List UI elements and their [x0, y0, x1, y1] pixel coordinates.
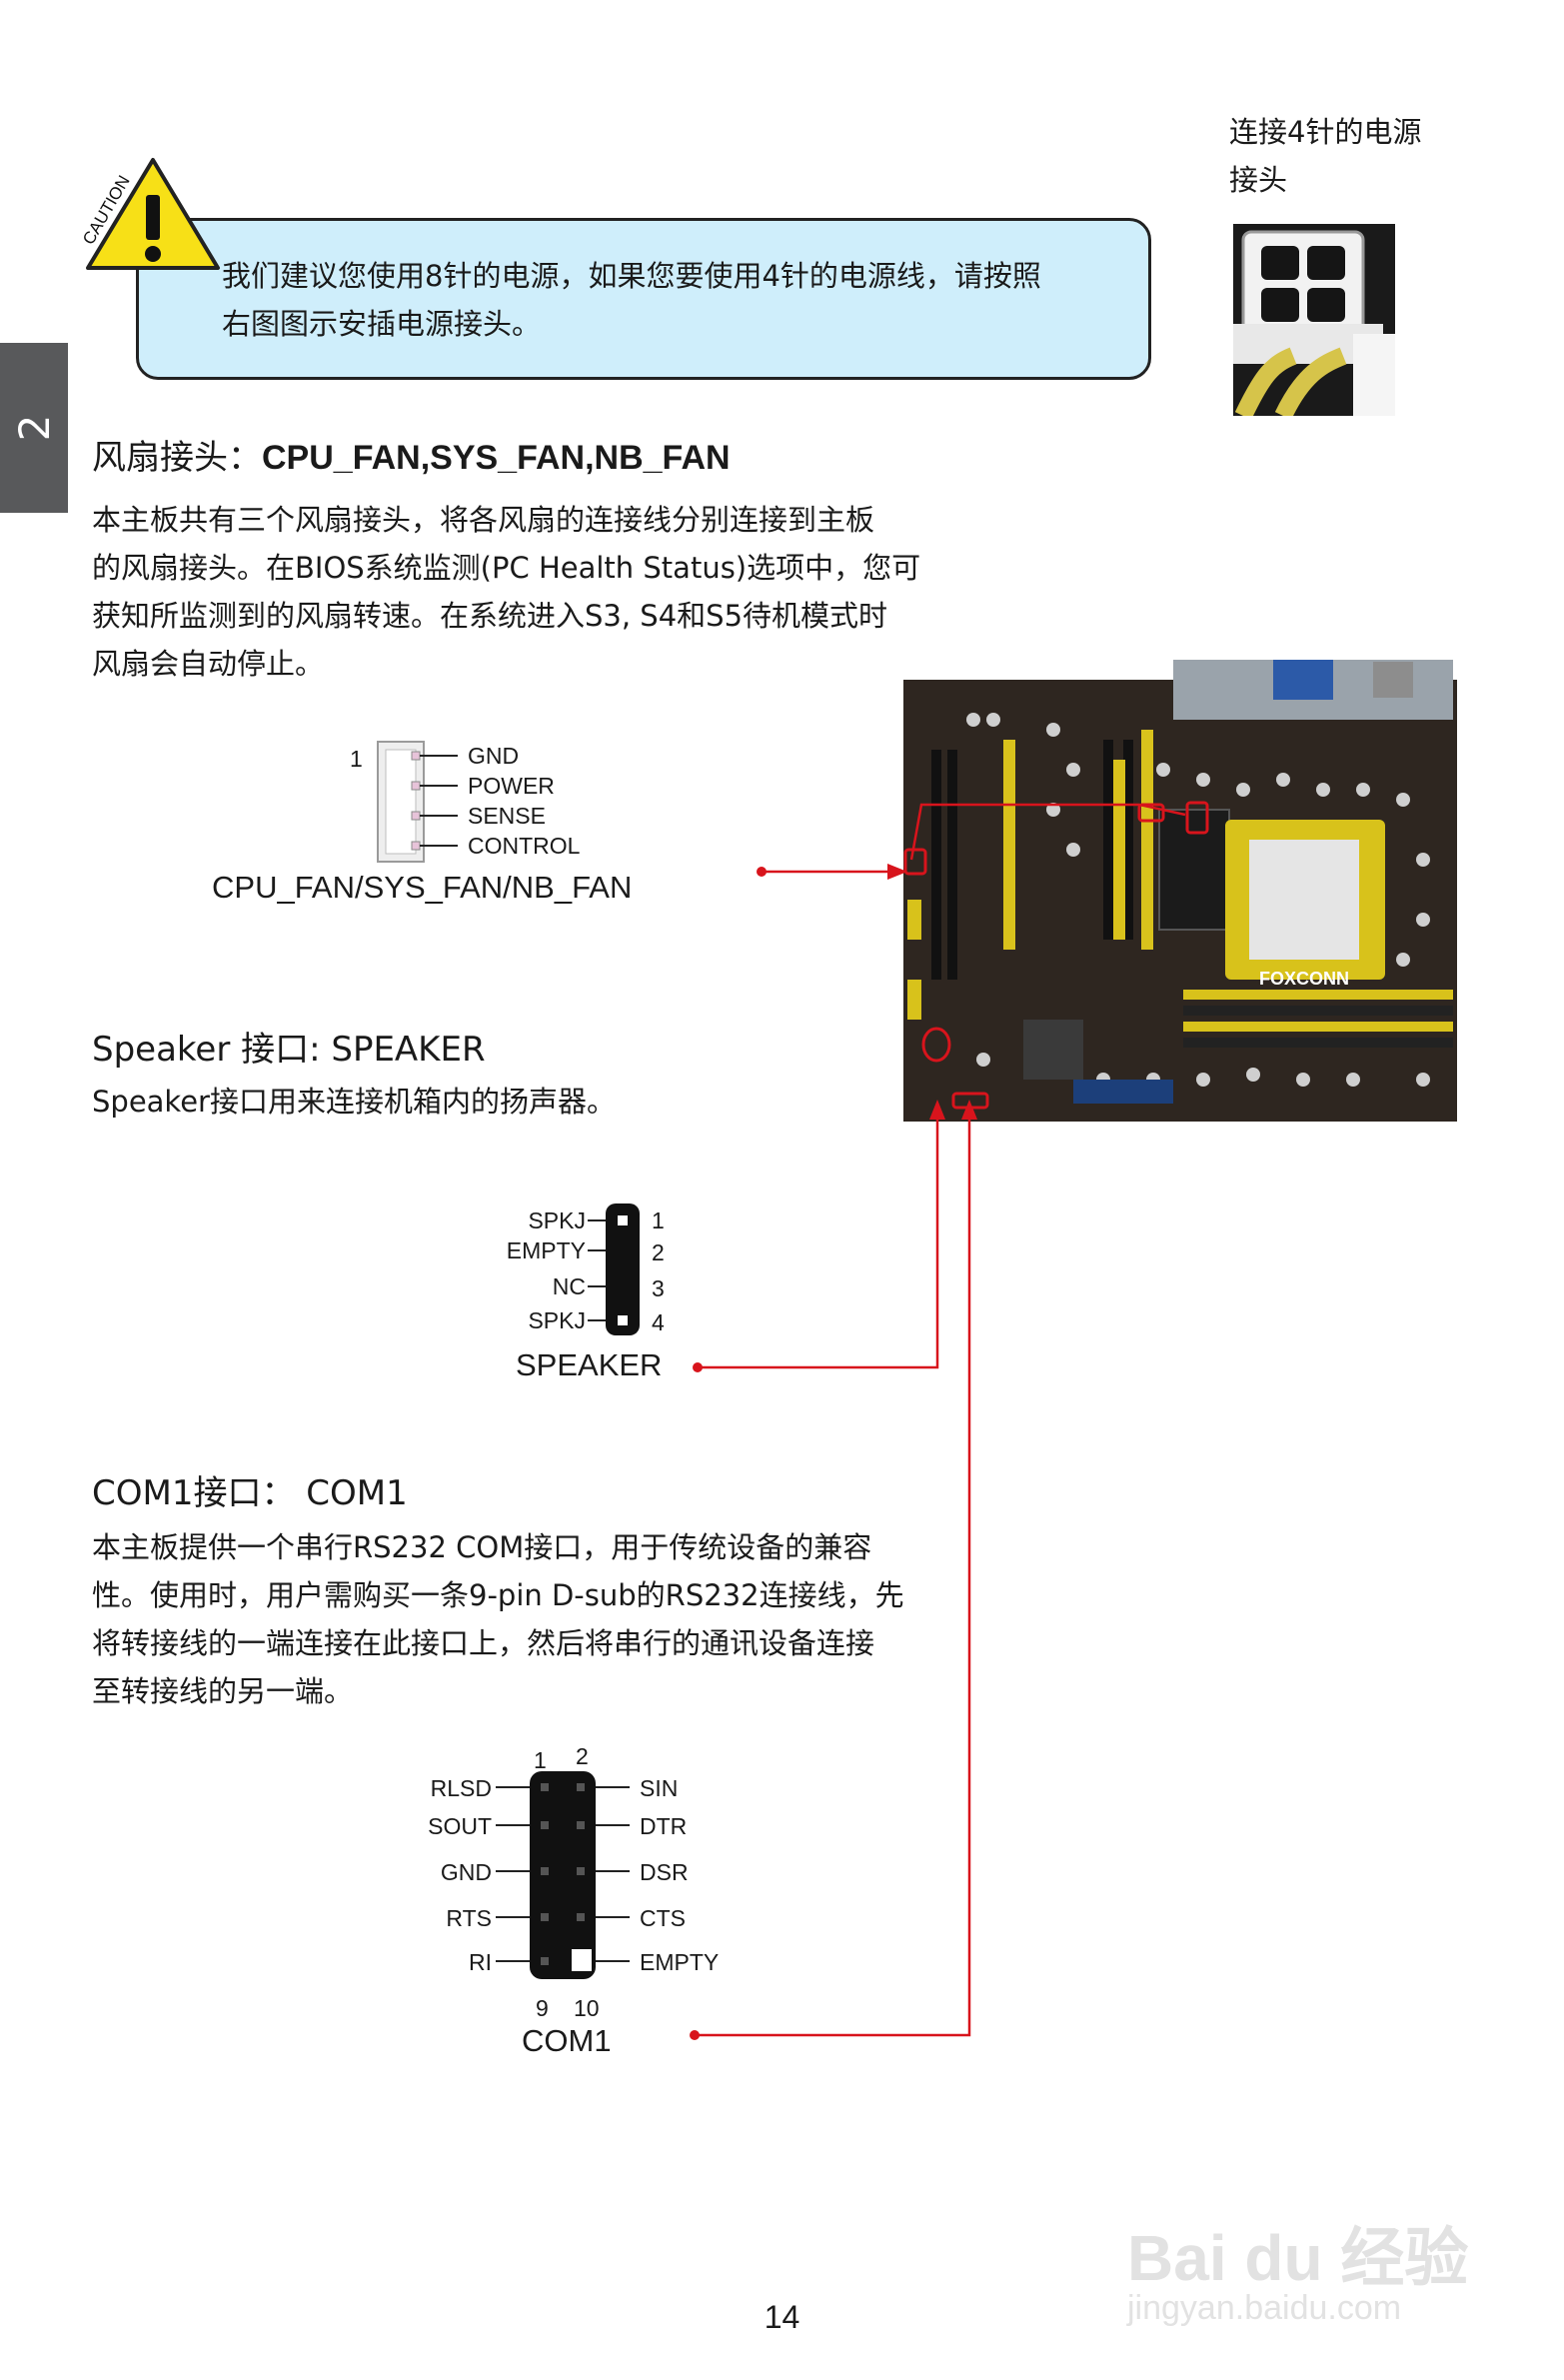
com-left-label: RI	[469, 1949, 492, 1975]
fan-caption: CPU_FAN/SYS_FAN/NB_FAN	[212, 870, 633, 905]
com-left-label: RTS	[446, 1905, 492, 1931]
com-pin-number-2: 2	[576, 1743, 589, 1769]
com-pin-number-1: 1	[534, 1747, 547, 1773]
psu-caption-line1: 连接4针的电源	[1229, 115, 1422, 149]
com-para-line: 本主板提供一个串行RS232 COM接口，用于传统设备的兼容	[92, 1530, 872, 1564]
fan-para-line: 风扇会自动停止。	[92, 647, 325, 681]
fan-pin1-number: 1	[350, 746, 363, 772]
com-left-label: SOUT	[428, 1813, 492, 1839]
com-right-label: DTR	[640, 1813, 688, 1839]
speaker-pin-label-2: EMPTY	[506, 1237, 586, 1263]
fan-pin-control: CONTROL	[468, 833, 581, 859]
psu-caption: 连接4针的电源 接头	[1229, 108, 1449, 204]
com-header-diagram	[496, 1771, 630, 1979]
page-number: 14	[764, 2299, 800, 2335]
caution-text-line1: 我们建议您使用8针的电源，如果您要使用4针的电源线，请按照	[222, 259, 1041, 293]
fan-heading: 风扇接头：CPU_FAN,SYS_FAN,NB_FAN	[92, 436, 731, 480]
com-heading: COM1接口： COM1	[92, 1473, 408, 1513]
speaker-pin-label-4: SPKJ	[528, 1307, 586, 1333]
com-paragraph: 本主板提供一个串行RS232 COM接口，用于传统设备的兼容 性。使用时，用户需…	[92, 1523, 971, 1715]
fan-para-line: 本主板共有三个风扇接头，将各风扇的连接线分别连接到主板	[92, 503, 875, 537]
com-right-label: SIN	[640, 1775, 679, 1801]
fan-pin-gnd: GND	[468, 743, 520, 769]
fan-heading-bold: CPU_FAN,SYS_FAN,NB_FAN	[262, 439, 731, 477]
speaker-caption: SPEAKER	[516, 1347, 663, 1382]
com-para-line: 性。使用时，用户需购买一条9-pin D-sub的RS232连接线，先	[92, 1578, 904, 1612]
com-left-label: GND	[440, 1859, 492, 1885]
caution-box	[136, 218, 1151, 380]
speaker-header-diagram	[588, 1203, 640, 1335]
com-pin-number-9: 9	[536, 1995, 549, 2021]
speaker-pin-number-1: 1	[652, 1207, 665, 1233]
psu-connector-photo	[1233, 224, 1395, 416]
com-para-line: 将转接线的一端连接在此接口上，然后将串行的通讯设备连接	[92, 1626, 875, 1660]
caution-icon: CAUTION	[79, 158, 220, 270]
speaker-pin-label-1: SPKJ	[528, 1207, 586, 1233]
fan-pin-sense: SENSE	[468, 803, 546, 829]
com-para-line: 至转接线的另一端。	[92, 1674, 354, 1708]
psu-caption-line2: 接头	[1229, 163, 1288, 197]
com-right-label: CTS	[640, 1905, 686, 1931]
watermark-logo: Bai du 经验	[1127, 2222, 1469, 2294]
fan-paragraph: 本主板共有三个风扇接头，将各风扇的连接线分别连接到主板 的风扇接头。在BIOS系…	[92, 496, 971, 688]
com-caption: COM1	[522, 2023, 612, 2058]
com-right-label: DSR	[640, 1859, 689, 1885]
speaker-pin-number-4: 4	[652, 1309, 665, 1335]
speaker-description: Speaker接口用来连接机箱内的扬声器。	[92, 1085, 616, 1119]
speaker-pin-label-3: NC	[552, 1273, 586, 1299]
caution-text: 我们建议您使用8针的电源，如果您要使用4针的电源线，请按照 右图图示安插电源接头…	[222, 252, 1141, 348]
fan-connector-diagram	[377, 741, 458, 863]
fan-para-line: 的风扇接头。在BIOS系统监测(PC Health Status)选项中，您可	[92, 551, 921, 585]
motherboard-brand: FOXCONN	[1259, 969, 1349, 989]
speaker-pin-number-2: 2	[652, 1239, 665, 1265]
fan-pin-power: POWER	[468, 773, 555, 799]
speaker-pin-number-3: 3	[652, 1275, 665, 1301]
fan-para-line: 获知所监测到的风扇转速。在系统进入S3, S4和S5待机模式时	[92, 599, 888, 633]
com-left-label: RLSD	[430, 1775, 492, 1801]
speaker-heading: Speaker 接口: SPEAKER	[92, 1030, 486, 1070]
fan-heading-prefix: 风扇接头：	[92, 438, 262, 478]
chapter-tab: 2	[0, 343, 68, 513]
motherboard-photo: FOXCONN	[903, 660, 1457, 1122]
com-right-label: EMPTY	[640, 1949, 720, 1975]
caution-text-line2: 右图图示安插电源接头。	[222, 307, 542, 341]
watermark-url: jingyan.baidu.com	[1127, 2289, 1402, 2327]
com-pin-number-10: 10	[574, 1995, 600, 2021]
